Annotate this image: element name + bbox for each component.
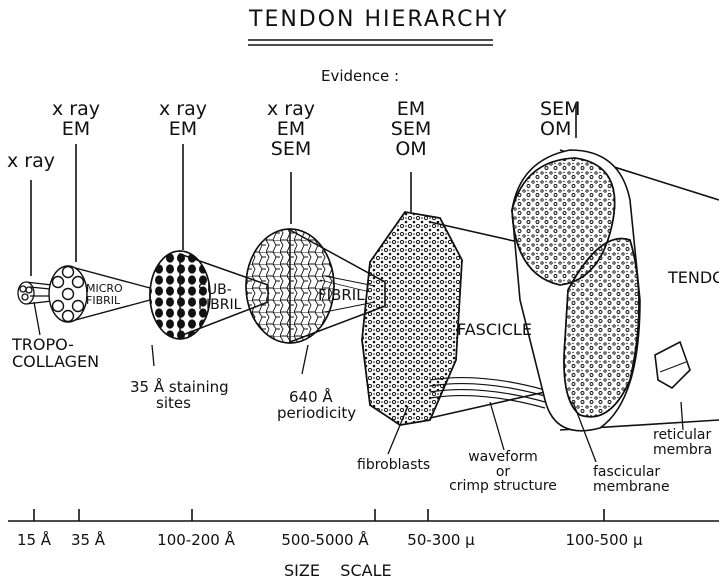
- scale-tick-500-5000A: 500-5000 Å: [281, 533, 368, 549]
- annotation-periodicity: 640 Å periodicity: [277, 390, 356, 422]
- evidence-fascicle: EM SEM OM: [391, 100, 431, 160]
- scale-tick-15A: 15 Å: [17, 533, 51, 549]
- scale-tick-35A: 35 Å: [71, 533, 105, 549]
- scale-tick-100-200A: 100-200 Å: [157, 533, 235, 549]
- annotation-waveform: waveform or crimp structure: [449, 450, 557, 494]
- evidence-tendon: SEM OM: [540, 100, 580, 140]
- evidence-microfibril: x ray EM: [52, 100, 100, 140]
- annotation-staining-sites: 35 Å staining sites: [130, 380, 229, 412]
- label-fibril: FIBRIL: [318, 288, 365, 304]
- scale-tick-100-500u: 100-500 μ: [566, 533, 643, 549]
- label-subfibril: SUB- FIBRIL: [198, 283, 241, 312]
- annotation-reticular-membrane: reticular membra: [653, 428, 712, 457]
- label-tendon: TENDO: [668, 270, 719, 287]
- label-microfibril: MICRO FIBRIL: [86, 283, 123, 306]
- label-fascicle: FASCICLE: [457, 322, 532, 339]
- annotation-fibroblasts: fibroblasts: [357, 458, 430, 473]
- evidence-heading: Evidence :: [321, 69, 399, 85]
- annotation-fascicular-membrane: fascicular membrane: [593, 465, 670, 494]
- diagram-title: TENDON HIERARCHY: [249, 8, 508, 31]
- evidence-subfibril: x ray EM: [159, 100, 207, 140]
- title-underline: [248, 40, 493, 45]
- evidence-fibril: x ray EM SEM: [267, 100, 315, 160]
- tendon-structure: [512, 150, 719, 431]
- evidence-tropocollagen: x ray: [7, 152, 55, 172]
- size-scale-label: SIZE SCALE: [284, 563, 392, 580]
- size-scale-axis: [8, 509, 719, 521]
- scale-tick-50-300u: 50-300 μ: [407, 533, 474, 549]
- label-tropocollagen: TROPO- COLLAGEN: [12, 337, 99, 371]
